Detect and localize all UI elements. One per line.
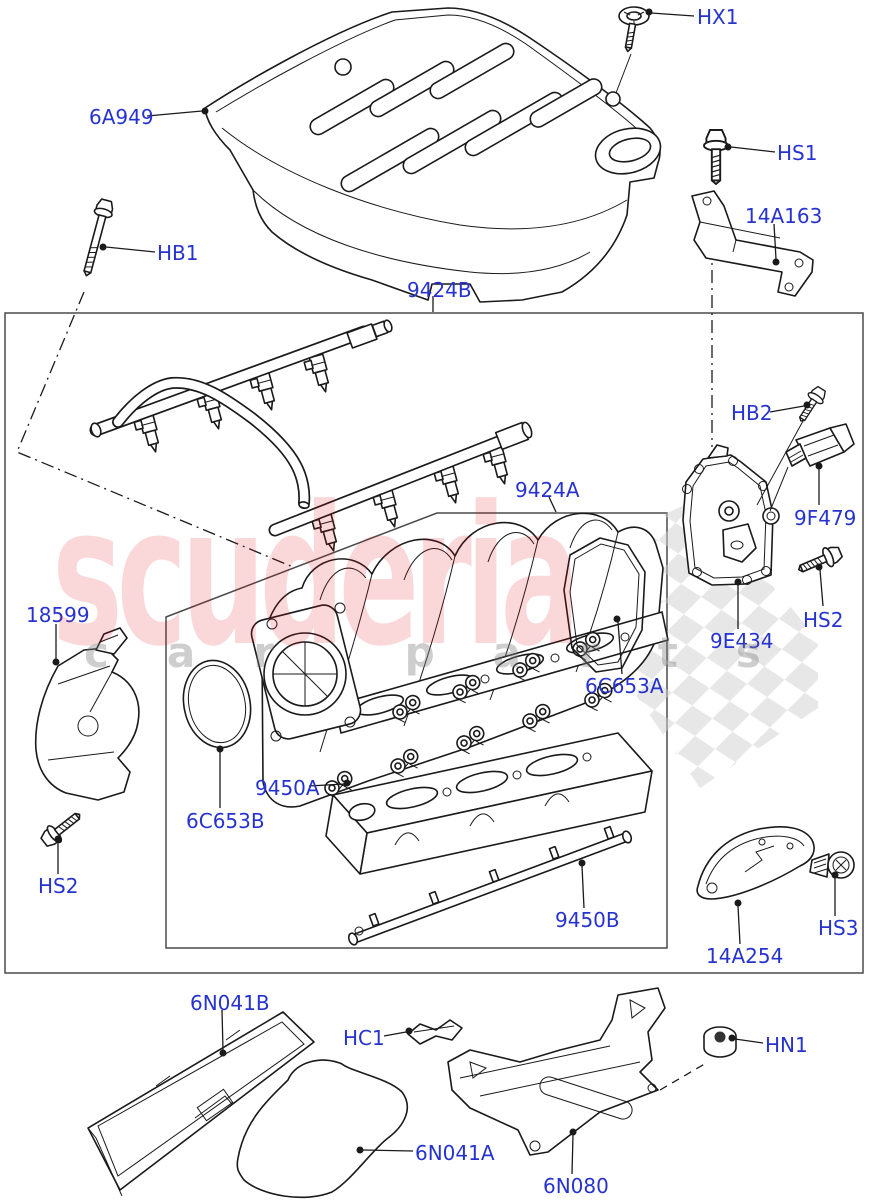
part-label-hs3[interactable]: HS3: [818, 916, 859, 940]
adapter-plate-9e434: [682, 444, 780, 586]
part-label-hs2-left[interactable]: HS2: [38, 874, 79, 898]
bracket-14a163: [691, 190, 814, 297]
part-label-18599[interactable]: 18599: [26, 603, 90, 627]
part-label-hb2[interactable]: HB2: [731, 401, 773, 425]
bolt-hb2: [792, 383, 830, 427]
bolt-hb1: [76, 197, 117, 279]
bolt-hs2-left: [37, 805, 87, 851]
part-label-9f479[interactable]: 9F479: [794, 506, 857, 530]
part-label-14a163[interactable]: 14A163: [745, 204, 823, 228]
part-label-6a949[interactable]: 6A949: [89, 105, 154, 129]
insulator-6n041b: [87, 1011, 315, 1197]
bolt-hs2-right: [794, 542, 845, 580]
part-label-9450b[interactable]: 9450B: [555, 908, 620, 932]
part-label-6n041a[interactable]: 6N041A: [415, 1141, 495, 1165]
part-label-6c653b[interactable]: 6C653B: [186, 809, 265, 833]
housing-18599: [34, 627, 140, 801]
label-leader-lines: [52, 8, 839, 1175]
engine-cover-6a949: [204, 7, 662, 303]
part-label-hc1[interactable]: HC1: [343, 1026, 385, 1050]
nut-hn1: [703, 1026, 737, 1058]
o-ring-6c653b: [182, 659, 252, 749]
part-label-9e434[interactable]: 9E434: [710, 629, 774, 653]
bracket-6n080: [447, 987, 666, 1156]
part-label-hn1[interactable]: HN1: [765, 1033, 808, 1057]
part-label-hx1[interactable]: HX1: [697, 5, 739, 29]
explosion-leader-lines: [16, 195, 713, 1091]
part-label-6c653a[interactable]: 6C653A: [585, 674, 664, 698]
insulator-6n041a: [236, 1059, 408, 1199]
part-label-hs2-right[interactable]: HS2: [803, 608, 844, 632]
part-label-9450a[interactable]: 9450A: [255, 776, 320, 800]
bracket-14a254: [696, 826, 815, 900]
part-label-6n080[interactable]: 6N080: [543, 1174, 609, 1198]
part-label-14a254[interactable]: 14A254: [706, 944, 784, 968]
gasket-9450b: [347, 825, 633, 946]
part-label-hs1[interactable]: HS1: [777, 141, 818, 165]
screw-hx1: [615, 6, 650, 94]
part-label-hb1[interactable]: HB1: [157, 241, 199, 265]
bolt-hs1: [703, 129, 729, 185]
fuel-rail-assembly-9424b: [89, 319, 533, 555]
part-label-9424a[interactable]: 9424A: [515, 478, 580, 502]
lower-manifold-section: [325, 732, 653, 875]
clip-hc1: [407, 1019, 463, 1045]
bolt-hs3: [809, 851, 855, 879]
part-label-6n041b[interactable]: 6N041B: [190, 991, 270, 1015]
sensor-9f479: [756, 420, 855, 512]
part-label-9424b[interactable]: 9424B: [407, 278, 472, 302]
gasket-6c653a: [563, 537, 646, 673]
